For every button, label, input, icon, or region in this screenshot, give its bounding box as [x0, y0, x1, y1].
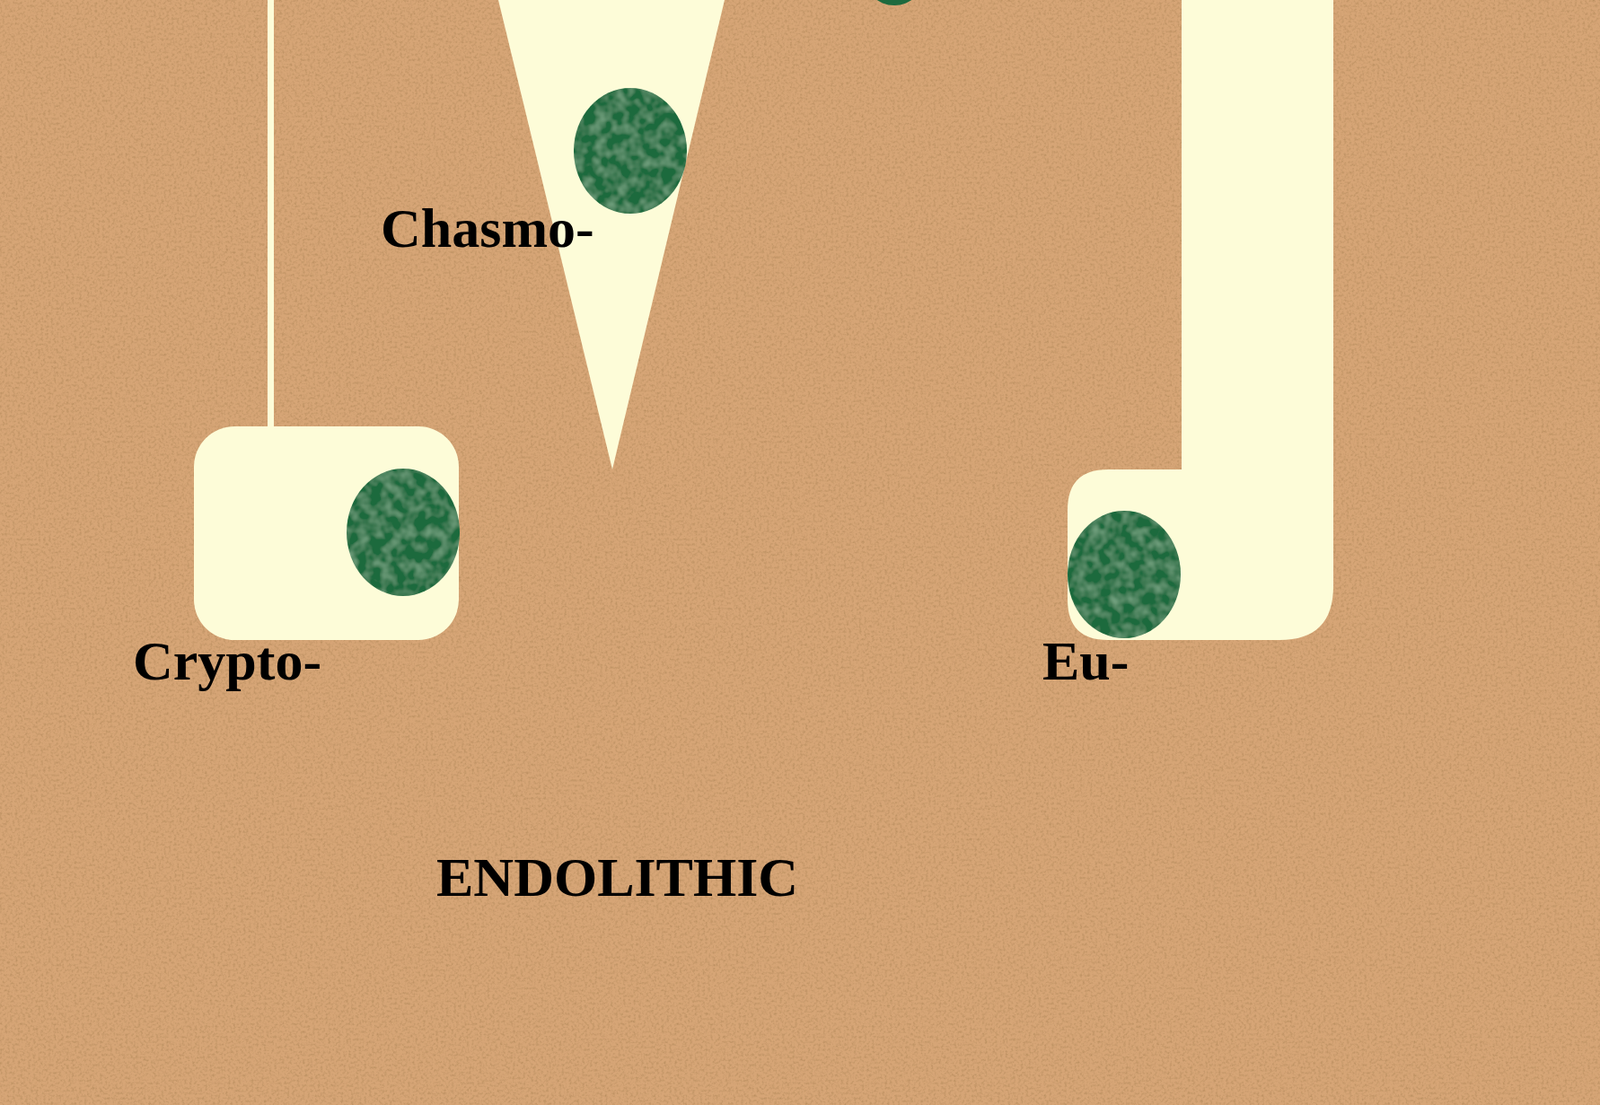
cell: [1067, 510, 1181, 639]
region-label: Chasmo-: [380, 200, 595, 256]
cell: [863, 0, 925, 6]
cavity: [193, 426, 459, 641]
crack: [267, 0, 274, 440]
region-label: Eu-: [1042, 632, 1129, 689]
boring: [1067, 0, 1334, 641]
cell: [346, 468, 460, 597]
region-label: ENDOLITHIC: [436, 849, 799, 906]
region-label: Crypto-: [132, 632, 322, 689]
cell: [573, 87, 687, 214]
